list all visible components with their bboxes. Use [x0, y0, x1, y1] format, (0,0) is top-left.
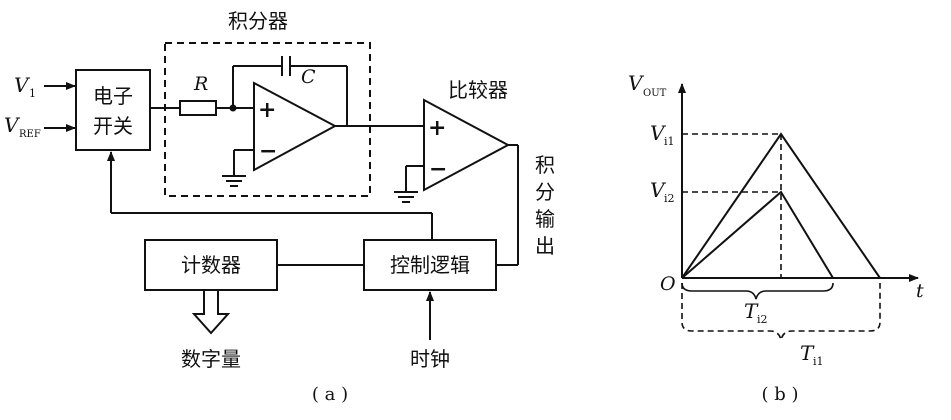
x-axis-label: t: [916, 280, 924, 302]
vref-label-sub: REF: [19, 129, 41, 140]
origin-label: O: [660, 273, 676, 295]
integrator-minus-sign: −: [259, 138, 277, 164]
ti2-brace: [681, 282, 834, 300]
integrator-plus-sign: +: [258, 97, 276, 123]
integrator-opamp: [253, 81, 338, 172]
electronic-switch-block: [75, 69, 151, 151]
integral-output-char-1: 积: [535, 153, 555, 177]
vref-label-main: V: [4, 113, 21, 137]
comparator-plus-sign: +: [428, 115, 446, 141]
comparator-minus-sign: −: [429, 156, 447, 182]
switch-label-line2: 开关: [93, 114, 133, 138]
comparator-title: 比较器: [448, 78, 508, 102]
switch-label-line1: 电子: [93, 84, 133, 108]
ti2-label-sub: i2: [757, 313, 768, 326]
ti1-label-main: T: [800, 341, 815, 365]
comparator-opamp: [423, 98, 511, 192]
digital-output-arrow: [191, 290, 231, 335]
vi2-label-main: V: [650, 178, 667, 202]
panel-b-waveform: V OUT t O V i1 V i2 T i2 T i1 ( b ): [628, 71, 924, 405]
caption-b: ( b ): [761, 384, 798, 405]
resistor: [179, 100, 217, 116]
waveform-vi2: [681, 190, 834, 279]
integral-output-char-3: 输: [535, 207, 555, 231]
vi2-label-sub: i2: [664, 192, 675, 205]
resistor-label: R: [193, 73, 208, 95]
y-axis-label-main: V: [628, 71, 645, 95]
integrator-title: 积分器: [228, 9, 288, 33]
integrator-dashed-box: [164, 42, 371, 197]
integral-output-char-2: 分: [535, 180, 555, 204]
digital-output-label: 数字量: [181, 347, 241, 371]
y-axis-label-sub: OUT: [643, 88, 667, 99]
clock-label: 时钟: [410, 347, 450, 371]
ti1-label-sub: i1: [813, 355, 824, 368]
capacitor-label: C: [301, 66, 316, 88]
vi1-label-sub: i1: [664, 135, 675, 148]
v1-label-main: V: [14, 73, 31, 97]
panel-a-circuit: V 1 V REF 电子 开关 积分器 R C + −: [4, 9, 555, 405]
integral-output-char-4: 出: [535, 234, 555, 258]
ti2-label-main: T: [744, 299, 759, 323]
vi1-label-main: V: [650, 121, 667, 145]
counter-label: 计数器: [181, 253, 241, 277]
caption-a: ( a ): [312, 384, 348, 405]
v1-label-sub: 1: [29, 87, 36, 100]
waveform-vi1: [681, 132, 881, 279]
control-logic-label: 控制逻辑: [390, 253, 470, 277]
